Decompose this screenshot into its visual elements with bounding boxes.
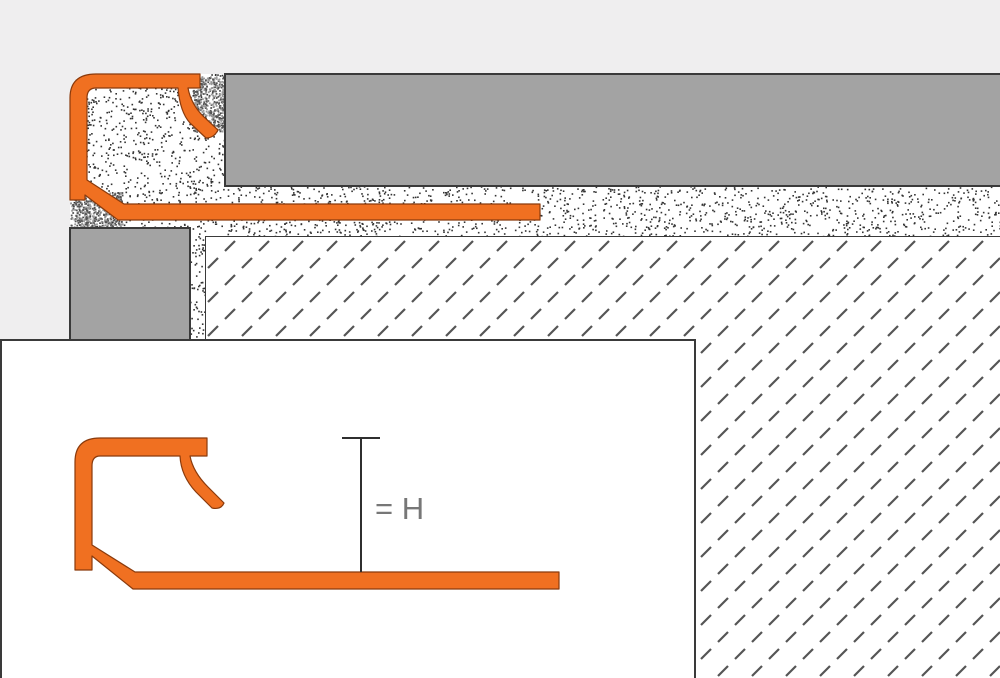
height-dimension-label: = H (375, 491, 424, 526)
edge-trim-profile (69, 73, 541, 221)
edge-trim-profile-icon (74, 437, 560, 590)
height-dimension (342, 437, 380, 572)
floor-tile (224, 73, 1000, 187)
inset-panel: = H (0, 339, 696, 678)
